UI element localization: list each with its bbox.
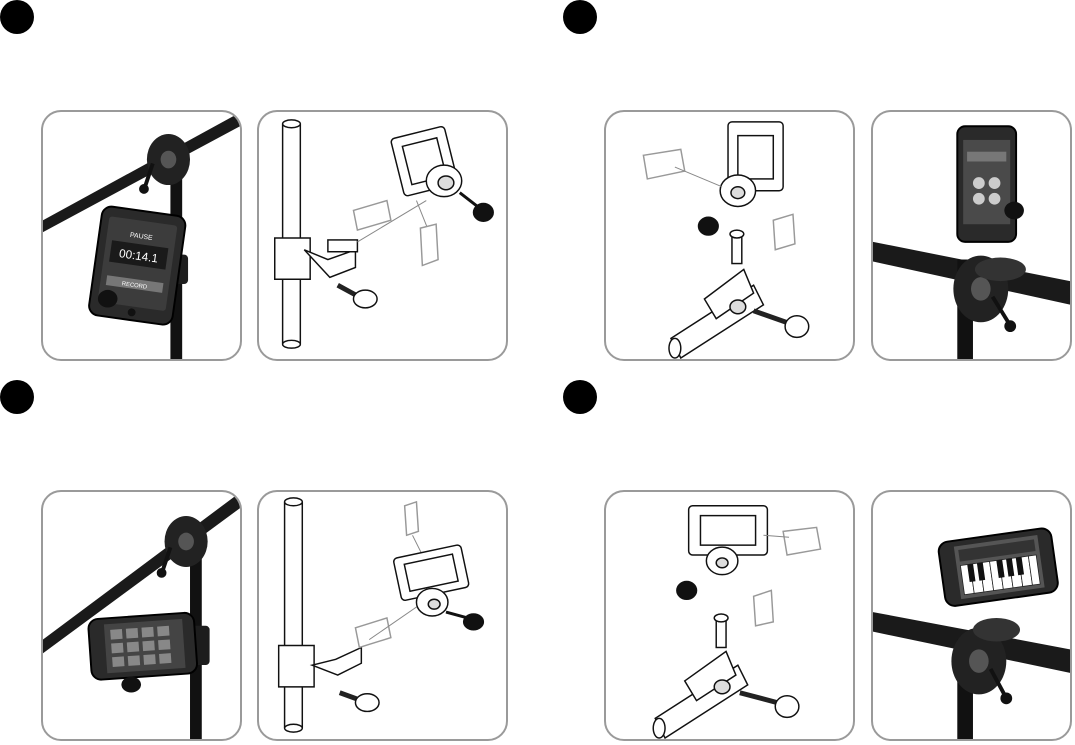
step-4-photo-panel (871, 490, 1072, 741)
step-3-photo (43, 492, 240, 739)
step-2-photo (873, 112, 1070, 359)
step-1-marker (0, 0, 34, 34)
step-1-photo: PAUSE 00:14.1 RECORD (43, 112, 240, 359)
step-1-diagram (259, 112, 506, 359)
step-4-diagram-panel (604, 490, 855, 741)
step-2-diagram (606, 112, 853, 359)
step-3-marker (0, 380, 34, 414)
step-4-marker (563, 380, 597, 414)
step-2-marker (563, 0, 597, 34)
step-3-diagram (259, 492, 506, 739)
step-1-diagram-panel (257, 110, 508, 361)
step-3-diagram-panel (257, 490, 508, 741)
step-4-diagram (606, 492, 853, 739)
step-4-photo (873, 492, 1070, 739)
step-2-diagram-panel (604, 110, 855, 361)
step-2-photo-panel (871, 110, 1072, 361)
step-3-photo-panel (41, 490, 242, 741)
step-1-photo-panel: PAUSE 00:14.1 RECORD (41, 110, 242, 361)
